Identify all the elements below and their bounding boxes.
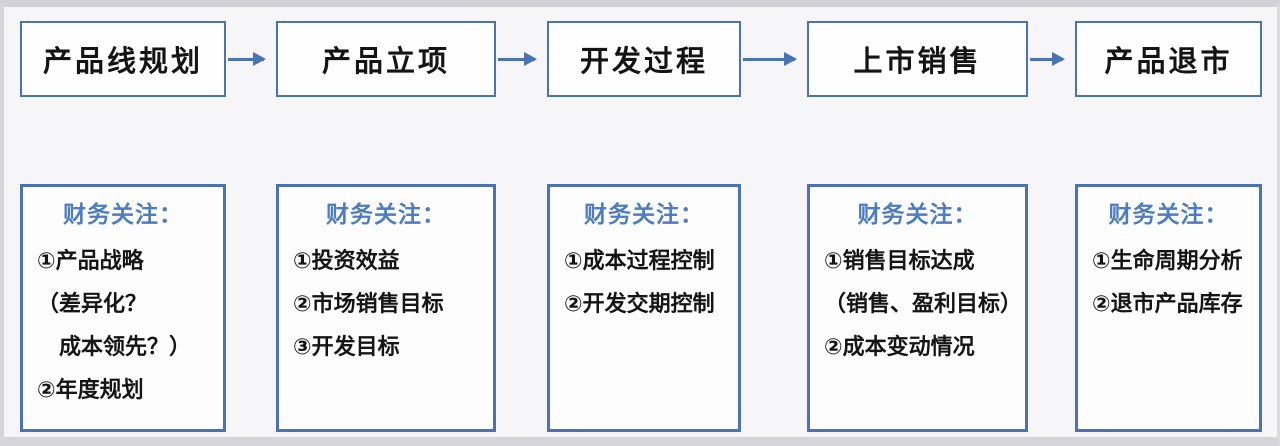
stage-title: 产品立项 bbox=[321, 46, 450, 78]
focus-heading: 财务关注： bbox=[857, 201, 978, 227]
focus-item: ①产品战略 bbox=[37, 248, 144, 273]
focus-item: 成本领先？） bbox=[37, 334, 192, 359]
focus-item: ②退市产品库存 bbox=[1092, 291, 1243, 316]
focus-item: ③开发目标 bbox=[293, 334, 400, 359]
focus-item: ②市场销售目标 bbox=[293, 291, 444, 316]
focus-heading: 财务关注： bbox=[63, 201, 183, 227]
stage-box-product-delisting: 产品退市 bbox=[1075, 21, 1262, 97]
flow-arrow-icon bbox=[498, 53, 537, 65]
stage-box-market-sales: 上市销售 bbox=[807, 21, 1028, 97]
focus-item: ②开发交期控制 bbox=[564, 291, 715, 316]
focus-item-list: ①成本过程控制 ②开发交期控制 bbox=[556, 239, 732, 325]
focus-heading: 财务关注： bbox=[1108, 201, 1229, 227]
focus-item: ②成本变动情况 bbox=[824, 334, 975, 359]
focus-item: ①投资效益 bbox=[293, 248, 400, 273]
focus-item-list: ①投资效益 ②市场销售目标 ③开发目标 bbox=[285, 239, 487, 368]
focus-box-development-process: 财务关注： ①成本过程控制 ②开发交期控制 bbox=[547, 184, 741, 432]
focus-item: （销售、盈利目标） bbox=[824, 291, 1023, 316]
focus-item-list: ①生命周期分析 ②退市产品库存 bbox=[1084, 239, 1253, 325]
focus-heading: 财务关注： bbox=[326, 201, 446, 227]
flow-arrow-icon bbox=[743, 53, 797, 65]
focus-box-market-sales: 财务关注： ①销售目标达成 （销售、盈利目标） ②成本变动情况 bbox=[807, 184, 1028, 432]
focus-item: ①成本过程控制 bbox=[564, 248, 715, 273]
stage-box-development-process: 开发过程 bbox=[547, 21, 741, 97]
stage-box-product-initiation: 产品立项 bbox=[276, 21, 496, 97]
focus-item: ②年度规划 bbox=[37, 377, 144, 402]
flow-arrow-icon bbox=[228, 53, 266, 65]
flow-arrow-icon bbox=[1030, 53, 1065, 65]
focus-item: ①生命周期分析 bbox=[1092, 248, 1243, 273]
focus-item: （差异化？ bbox=[37, 291, 148, 316]
focus-box-product-initiation: 财务关注： ①投资效益 ②市场销售目标 ③开发目标 bbox=[276, 184, 496, 432]
focus-box-product-line-planning: 财务关注： ①产品战略 （差异化？ 成本领先？） ②年度规划 bbox=[20, 184, 226, 432]
stage-title: 产品退市 bbox=[1104, 46, 1233, 78]
focus-box-product-delisting: 财务关注： ①生命周期分析 ②退市产品库存 bbox=[1075, 184, 1262, 432]
focus-item: ①销售目标达成 bbox=[824, 248, 975, 273]
stage-title: 产品线规划 bbox=[42, 46, 203, 78]
focus-item-list: ①销售目标达成 （销售、盈利目标） ②成本变动情况 bbox=[816, 239, 1023, 368]
stage-box-product-line-planning: 产品线规划 bbox=[20, 21, 226, 97]
focus-heading: 财务关注： bbox=[584, 201, 704, 227]
stage-title: 上市销售 bbox=[853, 46, 982, 78]
focus-item-list: ①产品战略 （差异化？ 成本领先？） ②年度规划 bbox=[29, 239, 217, 411]
stage-title: 开发过程 bbox=[579, 46, 708, 78]
